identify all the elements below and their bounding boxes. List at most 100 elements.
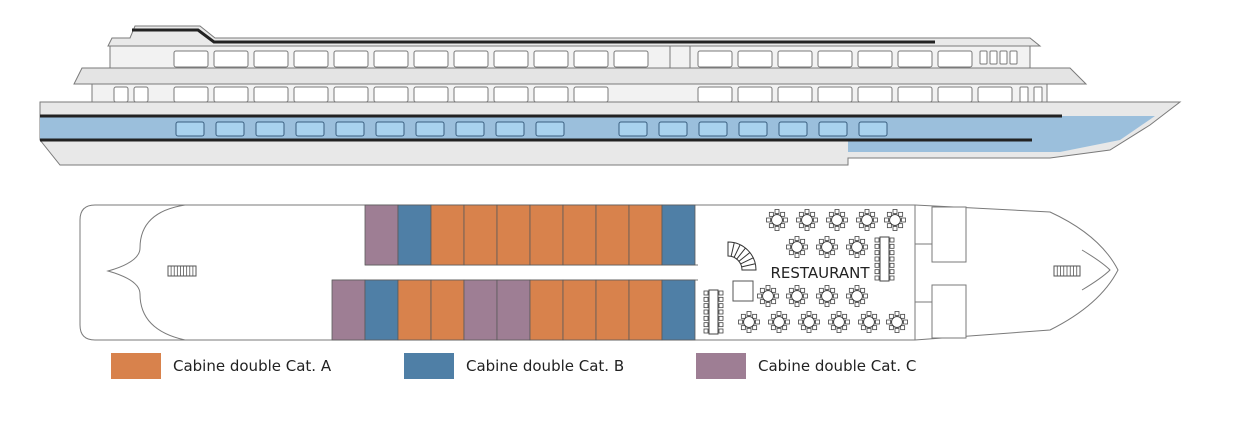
porthole	[295, 121, 325, 137]
chair	[755, 319, 760, 325]
upper-window	[453, 50, 489, 68]
upper-window-small	[979, 50, 988, 65]
round-table	[738, 311, 760, 333]
stair-step	[733, 244, 741, 258]
porthole	[175, 121, 205, 137]
cabin-cat-a	[628, 279, 663, 341]
chair	[874, 262, 880, 268]
round-table	[858, 311, 880, 333]
main-window	[453, 86, 489, 103]
chair	[870, 223, 876, 229]
upper-window	[613, 50, 649, 68]
upper-window	[573, 50, 609, 68]
legend-label-cat-c: Cabine double Cat. C	[758, 357, 917, 375]
table-top	[773, 316, 785, 328]
upper-window	[213, 50, 249, 68]
chair	[783, 217, 788, 223]
chair	[846, 293, 851, 299]
chair	[886, 319, 891, 325]
chair	[833, 293, 838, 299]
table-top	[821, 241, 833, 253]
chair	[854, 302, 860, 307]
upper-window	[697, 50, 733, 68]
upper-window	[777, 50, 813, 68]
chair	[800, 287, 806, 293]
chair	[776, 328, 782, 333]
cabin-cat-a	[430, 279, 465, 341]
porthole	[778, 121, 808, 137]
chair	[803, 293, 808, 299]
table-top	[771, 214, 783, 226]
chair	[889, 256, 895, 262]
legend-swatch-cat-b	[404, 353, 454, 379]
chair	[771, 287, 777, 293]
cabin-cat-c	[463, 279, 498, 341]
upper-deck-windows	[173, 50, 1018, 68]
chair	[854, 253, 860, 258]
chair	[746, 311, 752, 316]
chair	[860, 313, 866, 319]
restaurant-label: RESTAURANT	[770, 264, 870, 282]
chair	[840, 211, 846, 217]
lower-cabin-row	[331, 279, 696, 341]
chair	[718, 322, 724, 328]
round-table	[846, 236, 868, 258]
bow-room-lower	[931, 284, 967, 339]
chair	[703, 315, 709, 321]
main-window	[977, 86, 1013, 103]
chair	[898, 223, 904, 229]
chair	[828, 319, 833, 325]
chair	[872, 313, 878, 319]
legend-swatch-cat-c	[696, 353, 746, 379]
chair	[794, 302, 800, 307]
main-window	[737, 86, 773, 103]
main-window	[173, 86, 209, 103]
chair	[718, 309, 724, 315]
chair	[875, 319, 880, 325]
table-top	[831, 214, 843, 226]
round-table	[826, 209, 848, 231]
chair	[788, 299, 794, 305]
chair	[894, 311, 900, 316]
chair	[860, 287, 866, 293]
table-top	[891, 316, 903, 328]
chair	[703, 309, 709, 315]
chair	[863, 293, 868, 299]
chair	[892, 226, 898, 231]
restaurant-long-tables	[703, 236, 895, 335]
upper-window	[897, 50, 933, 68]
chair	[830, 325, 836, 331]
chair	[788, 238, 794, 244]
stair-step	[738, 252, 751, 262]
chair	[824, 236, 830, 241]
chair	[759, 299, 765, 305]
chair	[842, 313, 848, 319]
chair	[740, 313, 746, 319]
bow-tip-line	[1081, 249, 1111, 291]
porthole	[858, 121, 888, 137]
chair	[786, 293, 791, 299]
chair	[864, 209, 870, 214]
round-table	[757, 285, 779, 307]
chair	[782, 313, 788, 319]
main-window	[333, 86, 369, 103]
chair	[889, 250, 895, 256]
main-window	[937, 86, 973, 103]
upper-deck-overhang	[73, 67, 1088, 85]
main-window	[213, 86, 249, 103]
chair	[776, 311, 782, 316]
upper-window	[533, 50, 569, 68]
round-table	[816, 236, 838, 258]
cabin-cat-c	[496, 279, 531, 341]
bow-stairs	[1053, 265, 1081, 277]
stair-step	[736, 247, 746, 260]
cabin-cat-a	[628, 204, 663, 266]
legend-label-cat-a: Cabine double Cat. A	[173, 357, 332, 375]
chair	[874, 256, 880, 262]
cabin-cat-a	[529, 204, 564, 266]
main-window	[533, 86, 569, 103]
chair	[846, 244, 851, 250]
chair	[786, 244, 791, 250]
chair	[830, 313, 836, 319]
